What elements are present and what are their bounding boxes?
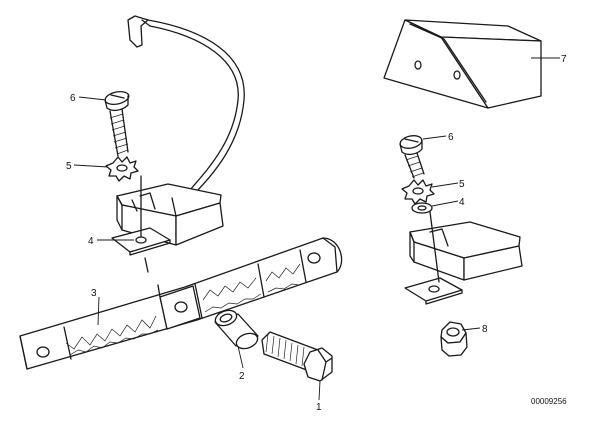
leader-lines xyxy=(73,57,560,401)
lock-washer-left xyxy=(105,156,139,182)
screw-left xyxy=(104,90,130,157)
callout-4-right: 4 xyxy=(459,197,465,208)
callout-2: 2 xyxy=(239,371,245,382)
callout-6-right: 6 xyxy=(448,132,454,143)
callout-8: 8 xyxy=(482,324,488,335)
callout-4-left: 4 xyxy=(88,236,94,247)
ground-cable xyxy=(127,15,245,193)
cover xyxy=(383,19,542,109)
callout-1: 1 xyxy=(316,402,322,413)
callout-5-left: 5 xyxy=(66,161,72,172)
callout-5-right: 5 xyxy=(459,179,465,190)
callout-6-left: 6 xyxy=(70,93,76,104)
ground-connector-right xyxy=(404,211,523,305)
hex-nut xyxy=(440,321,468,357)
ground-connector-left xyxy=(111,175,224,273)
bolt xyxy=(261,331,333,382)
ground-strap xyxy=(19,237,343,370)
diagram-id: 00009256 xyxy=(531,397,567,406)
screw-right xyxy=(399,135,425,179)
flat-washer-right xyxy=(411,202,433,214)
spacer-sleeve xyxy=(214,309,259,350)
lock-washer-right xyxy=(401,179,435,205)
callout-7: 7 xyxy=(561,54,567,65)
callout-3: 3 xyxy=(91,288,97,299)
